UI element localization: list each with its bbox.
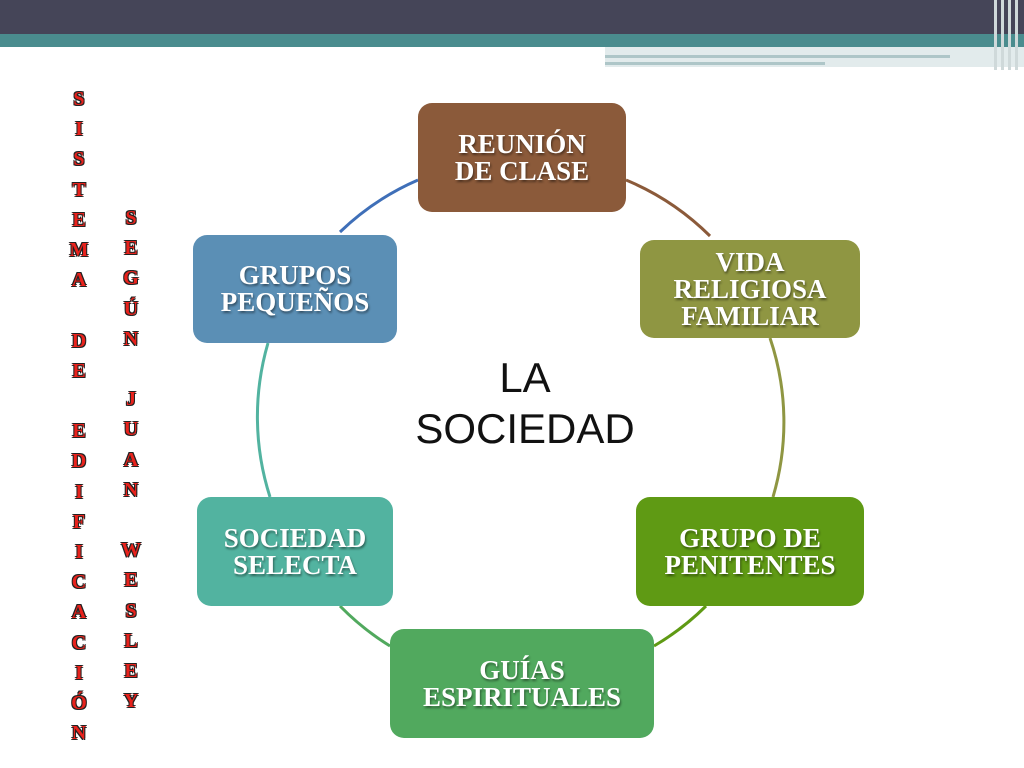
side-letter: D (71, 450, 87, 473)
side-letter: I (75, 541, 83, 564)
node-guias-espirituales: GUÍAS ESPIRITUALES (390, 629, 654, 738)
header-line (605, 62, 825, 65)
node-grupos-pequenos: GRUPOS PEQUEÑOS (193, 235, 397, 343)
connector-selecta-pequenos (255, 342, 272, 498)
connector-guias-selecta (338, 604, 391, 648)
header-bar (0, 0, 1024, 36)
side-letter: E (72, 420, 86, 443)
side-letter: C (71, 631, 87, 654)
side-letter: S (125, 599, 137, 622)
node-sociedad-selecta: SOCIEDAD SELECTA (197, 497, 393, 606)
connector-vida-penitentes (768, 337, 786, 498)
connector-pequenos-reunion (338, 178, 419, 234)
side-letter: G (123, 267, 139, 290)
side-letter: T (72, 178, 86, 201)
side-letter: E (72, 208, 86, 231)
side-letter: S (125, 207, 137, 229)
side-letter: A (71, 269, 87, 292)
side-letter: S (73, 88, 85, 110)
side-letter: L (124, 629, 138, 652)
connector-penitentes-guias (653, 604, 708, 648)
header-accent-bar (0, 34, 1024, 47)
side-letter: E (124, 660, 138, 683)
side-letter: S (73, 148, 85, 171)
center-title: LA SOCIEDAD (415, 354, 635, 452)
side-letter: F (72, 510, 86, 533)
header-stripes (990, 0, 1024, 70)
side-letter: N (71, 722, 87, 745)
side-letter: N (123, 327, 139, 350)
side-letter: C (71, 571, 87, 594)
side-letter: J (125, 388, 136, 411)
side-letter: Ú (123, 297, 139, 320)
side-letter: M (69, 239, 89, 262)
header-line (605, 55, 950, 58)
side-letter: E (124, 569, 138, 592)
side-letter: A (123, 448, 139, 471)
side-letter: Y (123, 690, 139, 713)
side-letter: I (75, 118, 83, 141)
side-letter: U (123, 418, 139, 441)
side-letter: W (121, 539, 141, 562)
side-letter: E (124, 237, 138, 260)
node-vida-religiosa-familiar: VIDA RELIGIOSA FAMILIAR (640, 240, 860, 338)
side-letter: I (75, 661, 83, 684)
node-grupo-de-penitentes: GRUPO DE PENITENTES (636, 497, 864, 606)
side-letter: I (75, 480, 83, 503)
side-letter: Ó (71, 692, 87, 715)
side-letter: N (123, 478, 139, 501)
side-letter: E (72, 359, 86, 382)
side-letter: A (71, 601, 87, 624)
side-letter: D (71, 329, 87, 352)
node-reunion-de-clase: REUNIÓN DE CLASE (418, 103, 626, 212)
connector-reunion-vida (625, 178, 712, 238)
